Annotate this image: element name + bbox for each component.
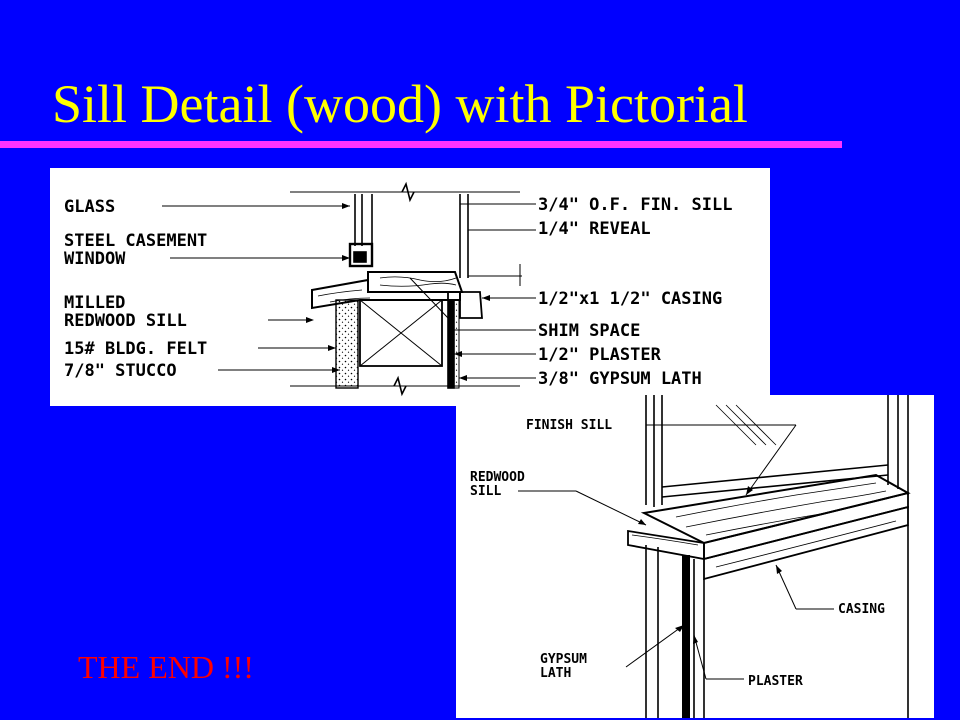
label-fin-sill: 3/4" O.F. FIN. SILL: [538, 195, 732, 215]
section-labels: GLASS STEEL CASEMENT WINDOW MILLED REDWO…: [64, 195, 732, 389]
label-bldg-felt: 15# BLDG. FELT: [64, 339, 207, 359]
label-casing: 1/2"x1 1/2" CASING: [538, 289, 722, 309]
pictorial-labels: FINISH SILL REDWOOD SILL CASING GYPSUM L…: [470, 418, 885, 689]
label-window: WINDOW: [64, 249, 126, 269]
label-redwood-sill: REDWOOD SILL: [64, 311, 187, 331]
sill-pictorial-drawing: FINISH SILL REDWOOD SILL CASING GYPSUM L…: [456, 395, 934, 718]
pictorial-linework: [518, 395, 911, 718]
label-lath: LATH: [540, 666, 571, 681]
footer-text: THE END !!!: [78, 649, 254, 685]
sill-section-drawing: GLASS STEEL CASEMENT WINDOW MILLED REDWO…: [50, 168, 770, 406]
label-gypsum-lath: 3/8" GYPSUM LATH: [538, 369, 702, 389]
section-svg: GLASS STEEL CASEMENT WINDOW MILLED REDWO…: [64, 181, 732, 397]
label-redwood: REDWOOD: [470, 470, 525, 485]
label-finish-sill: FINISH SILL: [526, 418, 612, 433]
label-glass: GLASS: [64, 197, 115, 217]
label-reveal: 1/4" REVEAL: [538, 219, 651, 239]
label-stucco: 7/8" STUCCO: [64, 361, 177, 381]
label-plaster: 1/2" PLASTER: [538, 345, 662, 365]
label-steel-casement: STEEL CASEMENT: [64, 231, 207, 251]
label-milled: MILLED: [64, 293, 125, 313]
slide-title: Sill Detail (wood) with Pictorial: [52, 74, 748, 134]
pictorial-svg: FINISH SILL REDWOOD SILL CASING GYPSUM L…: [470, 395, 911, 718]
section-linework: [162, 181, 536, 397]
label-sill: SILL: [470, 484, 501, 499]
title-underline: [0, 141, 842, 148]
label-shim-space: SHIM SPACE: [538, 321, 640, 341]
label-gypsum: GYPSUM: [540, 652, 587, 667]
label-pictorial-plaster: PLASTER: [748, 674, 803, 689]
label-pictorial-casing: CASING: [838, 602, 885, 617]
